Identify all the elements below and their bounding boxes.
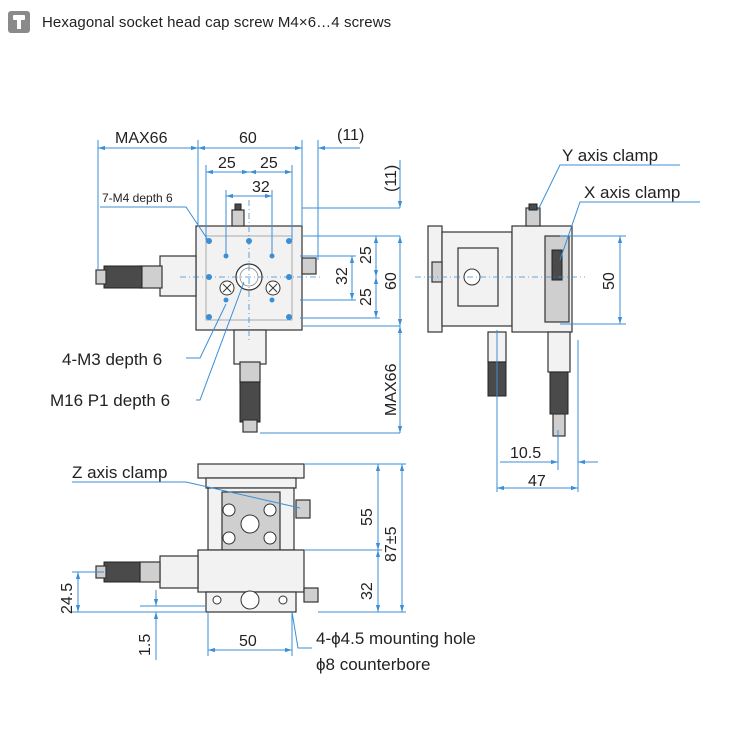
dim-50-front: 50: [239, 633, 257, 650]
dim-11-top: (11): [337, 127, 364, 144]
dim-60: 60: [239, 130, 257, 147]
label-counterbore: ϕ8 counterbore: [316, 655, 430, 674]
label-y-axis-clamp: Y axis clamp: [562, 146, 658, 165]
top-view: MAX66 60 (11) 25 25 32 7-M4 depth 6 4-M3…: [50, 127, 403, 434]
dim-25-a: 25: [218, 155, 236, 172]
x-micrometer-body: [159, 255, 197, 297]
x-micrometer-thimble: [103, 265, 143, 289]
dim-32: 32: [252, 179, 270, 196]
front-micrometer: [103, 561, 141, 583]
y-micrometer-body: [233, 329, 267, 365]
label-z-axis-clamp: Z axis clamp: [72, 463, 167, 482]
screw-note-text: Hexagonal socket head cap screw M4×6…4 s…: [42, 13, 392, 31]
dim-32-front: 32: [359, 582, 376, 600]
front-view: Z axis clamp 55 87±5 32 24.5 1.5 50 4-ϕ4…: [59, 463, 476, 674]
x-clamp-slot: [551, 249, 563, 281]
z-clamp-screw: [295, 499, 311, 519]
front-top-plate: [197, 463, 305, 479]
dim-24-5: 24.5: [59, 583, 76, 614]
front-base-stage: [197, 549, 305, 593]
dim-87: 87±5: [383, 526, 400, 562]
dim-55: 55: [359, 508, 376, 526]
label-m16: M16 P1 depth 6: [50, 391, 170, 410]
dim-max66-vertical: MAX66: [383, 363, 400, 416]
dim-25-vertical-2: 25: [358, 288, 375, 306]
y-micrometer-thimble: [239, 381, 261, 423]
side-micrometer-2: [549, 371, 569, 415]
dim-max66: MAX66: [115, 130, 168, 147]
dim-1-5: 1.5: [137, 634, 154, 656]
y-clamp-screw: [525, 207, 541, 227]
dim-47: 47: [528, 473, 546, 490]
label-mounting-hole: 4-ϕ4.5 mounting hole: [316, 629, 476, 648]
dim-10-5: 10.5: [510, 445, 541, 462]
label-x-axis-clamp: X axis clamp: [584, 183, 680, 202]
dim-60-vertical: 60: [383, 272, 400, 290]
top-clamp-screw: [231, 209, 245, 227]
dim-25-b: 25: [260, 155, 278, 172]
header-note: Hexagonal socket head cap screw M4×6…4 s…: [8, 8, 391, 36]
label-4-m3: 4-M3 depth 6: [62, 350, 162, 369]
dim-11-right: (11): [383, 165, 400, 192]
side-view: Y axis clamp X axis clamp 50 10.5 47: [415, 146, 700, 492]
dim-50-side: 50: [601, 272, 618, 290]
dim-25-vertical-1: 25: [358, 246, 375, 264]
label-7-m4: 7-M4 depth 6: [102, 191, 173, 205]
screw-icon: [8, 11, 30, 33]
dim-32-vertical: 32: [334, 267, 351, 285]
